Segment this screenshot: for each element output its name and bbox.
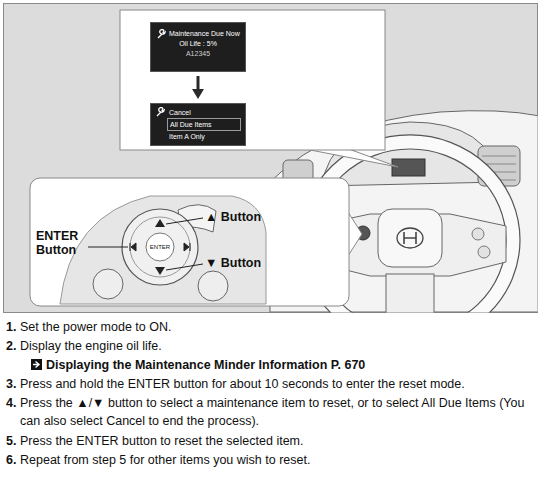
step-number: 6.: [6, 451, 20, 469]
enter-button: [146, 233, 174, 261]
side-button: [93, 269, 123, 299]
logo-ring: [397, 228, 423, 248]
wrench-shape: [157, 108, 164, 116]
button-label: ▼ Button: [205, 254, 285, 272]
wheel-spoke: [386, 274, 434, 313]
reference-arrow: [33, 362, 39, 368]
wheel-button: [472, 228, 484, 240]
wheel-hub: [378, 209, 442, 267]
skip-forward-symbol: [184, 243, 190, 251]
step-text: Press and hold the ENTER button for abou…: [20, 375, 540, 393]
step-number: 2.: [6, 337, 20, 355]
menu-item: Item A Only: [155, 131, 241, 142]
arrow-head: [192, 89, 204, 99]
step-number: 4.: [6, 394, 20, 412]
up-arrow-symbol: [155, 219, 165, 227]
step-text: Display the engine oil life.: [20, 337, 538, 355]
arrow-shaft: [197, 76, 200, 89]
menu-item: All Due Items: [167, 118, 241, 131]
step-text: Repeat from step 5 for other items you w…: [20, 451, 538, 469]
wrench-icon: [155, 107, 165, 117]
skip-back-symbol: [130, 243, 136, 251]
reference-icon: [31, 359, 42, 370]
button-text: ENTER: [146, 242, 174, 252]
logo-mark: [404, 232, 416, 244]
callout-pointer: [300, 148, 398, 167]
menu-item: Cancel: [155, 107, 241, 118]
status-text: Maintenance Due Now: [155, 29, 241, 39]
reference-link: Displaying the Maintenance Minder Inform…: [46, 356, 536, 374]
leader-line: [88, 247, 128, 248]
button-label: ENTER Button: [36, 229, 86, 257]
status-text: A12345: [155, 49, 241, 59]
status-text: Oil Life : 5%: [155, 39, 241, 49]
menu-screen: CancelAll Due ItemsItem A Only: [150, 103, 246, 146]
leader-line: [166, 218, 203, 224]
control-callout-box: [30, 178, 349, 306]
callout-pointer: [348, 212, 362, 256]
wrench-icon: [156, 29, 166, 39]
side-button: [198, 271, 228, 301]
screen-callout-box: [120, 10, 385, 150]
flow-arrow: [192, 76, 204, 99]
display-screen: [392, 159, 425, 176]
step-number: 1.: [6, 318, 20, 336]
step-number: 5.: [6, 432, 20, 450]
status-screen: Maintenance Due NowOil Life : 5%A12345: [150, 22, 246, 72]
step-text: Press the ENTER button to reset the sele…: [20, 432, 538, 450]
button-label: ▲ Button: [205, 208, 285, 226]
leader-line: [166, 264, 203, 270]
wrench-shape: [158, 30, 165, 38]
down-arrow-symbol: [155, 267, 165, 275]
wheel-button: [478, 246, 490, 258]
step-text: Press the ▲/▼ button to select a mainten…: [20, 394, 535, 430]
step-number: 3.: [6, 375, 20, 393]
step-text: Set the power mode to ON.: [20, 318, 538, 336]
